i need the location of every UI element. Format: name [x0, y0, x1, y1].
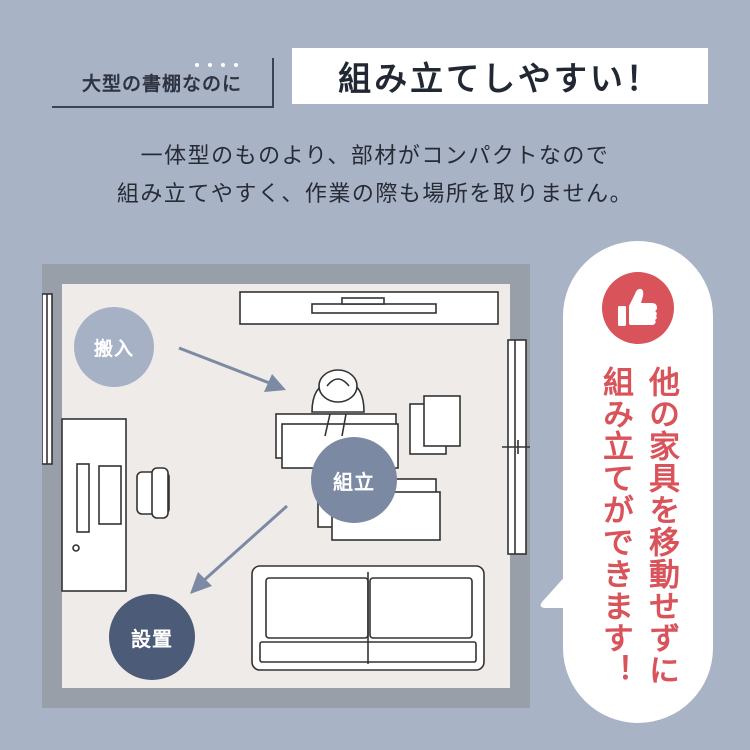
arrow-head-icon	[264, 374, 286, 392]
small-parts-icon	[409, 395, 461, 455]
description-line-2: 組み立てやすく、作業の際も場所を取りません。	[116, 182, 634, 207]
label-carry-in: 搬入	[74, 307, 154, 387]
description: 一体型のものより、部材がコンパクトなので 組み立てやすく、作業の際も場所を取りま…	[0, 138, 750, 214]
callout-line-1: 他の家具を移動せずに	[643, 366, 679, 686]
sofa-icon	[251, 565, 485, 671]
desk-icon	[61, 418, 127, 592]
wall-shelf-icon	[42, 293, 53, 465]
callout-text: 他の家具を移動せずに 組み立てができます！	[588, 366, 688, 706]
arrow-head-icon	[190, 572, 212, 594]
tv-icon	[239, 291, 499, 325]
label-install: 設置	[109, 594, 195, 680]
thumbs-up-icon	[602, 272, 674, 344]
emphasis-dots	[195, 52, 255, 71]
label-assemble: 組立	[311, 437, 397, 523]
tagline: 大型の書棚なのに	[52, 58, 274, 108]
chair-icon	[136, 467, 170, 519]
arrow-icon	[178, 346, 288, 584]
description-line-1: 一体型のものより、部材がコンパクトなので	[140, 144, 610, 169]
person-icon	[311, 369, 365, 437]
right-door-icon	[502, 339, 530, 555]
callout-line-2: 組み立てができます！	[597, 366, 633, 686]
headline: 組み立てしやすい！	[292, 48, 708, 104]
